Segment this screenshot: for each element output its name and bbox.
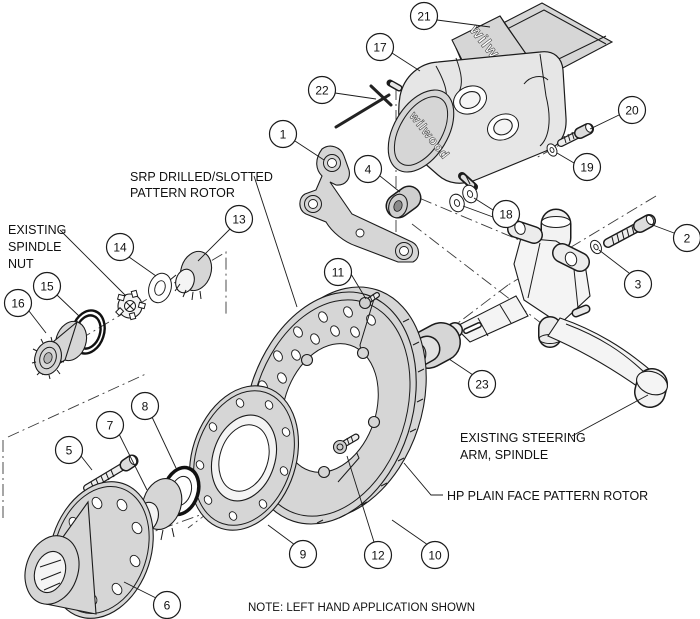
svg-text:20: 20 [625, 103, 639, 117]
callout-8: 8 [130, 391, 160, 421]
label-steering-arm-line1: EXISTING STEERING [460, 431, 586, 445]
callout-11: 11 [323, 257, 353, 287]
callout-23: 23 [467, 369, 497, 399]
callout-17: 17 [365, 32, 395, 62]
svg-text:6: 6 [164, 598, 171, 612]
callout-13: 13 [224, 204, 254, 234]
outer-bearing [169, 250, 213, 301]
bleeder-screw-bottom [458, 172, 478, 191]
callout-4: 4 [353, 154, 383, 184]
label-steering-arm-line2: ARM, SPINDLE [460, 448, 548, 462]
callout-16: 16 [3, 288, 33, 318]
caliper-bolt-washer [546, 143, 558, 157]
rotor-hat [188, 385, 300, 531]
caliper: wilwood [386, 51, 567, 191]
svg-text:8: 8 [142, 399, 149, 413]
svg-text:3: 3 [635, 277, 642, 291]
svg-text:10: 10 [428, 548, 442, 562]
label-srp-rotor-line2: PATTERN ROTOR [130, 186, 235, 200]
diagram-note: NOTE: LEFT HAND APPLICATION SHOWN [248, 602, 475, 614]
bracket-spacer [385, 185, 422, 219]
rotor-set-bolt [358, 292, 380, 310]
callout-2: 2 [672, 223, 700, 253]
rotor-bolt [332, 433, 360, 455]
label-spindle-nut-line2: SPINDLE [8, 240, 62, 254]
caliper-bolt [557, 123, 594, 147]
spindle-bolt [603, 214, 656, 248]
svg-text:1: 1 [280, 127, 287, 141]
callout-3: 3 [623, 269, 653, 299]
callout-20: 20 [617, 95, 647, 125]
svg-text:21: 21 [417, 9, 431, 23]
callout-1: 1 [268, 119, 298, 149]
label-hp-rotor: HP PLAIN FACE PATTERN ROTOR [447, 489, 648, 503]
dust-cap [31, 320, 88, 380]
svg-text:11: 11 [332, 265, 345, 279]
callout-9: 9 [288, 539, 318, 569]
callout-18: 18 [491, 199, 521, 229]
label-spindle-nut-line3: NUT [8, 257, 34, 271]
svg-text:4: 4 [365, 162, 372, 176]
svg-text:7: 7 [107, 418, 114, 432]
thrust-washer [148, 272, 172, 304]
hat-bolt-holes [195, 398, 291, 521]
callout-6: 6 [152, 590, 182, 619]
callout-22: 22 [307, 75, 337, 105]
svg-text:13: 13 [232, 212, 246, 226]
spindle-nut [115, 289, 147, 321]
svg-text:18: 18 [499, 207, 513, 221]
svg-text:17: 17 [373, 40, 387, 54]
callout-19: 19 [572, 152, 602, 182]
callouts: 1 2 3 4 5 6 7 8 9 10 11 12 13 14 15 16 1… [3, 1, 700, 619]
bleeder-screw-top [386, 79, 403, 92]
caliper-bracket [299, 145, 420, 263]
callout-leaders [28, 19, 675, 599]
wheel-stud [83, 454, 139, 492]
callout-21: 21 [409, 1, 439, 31]
callout-7: 7 [95, 410, 125, 440]
callout-10: 10 [420, 540, 450, 570]
spindle [440, 208, 668, 408]
svg-text:23: 23 [475, 377, 489, 391]
spindle-bolt-washer [589, 239, 603, 255]
text-labels: SRP DRILLED/SLOTTED PATTERN ROTOR EXISTI… [8, 170, 648, 614]
svg-text:9: 9 [300, 547, 307, 561]
label-srp-rotor-line1: SRP DRILLED/SLOTTED [130, 170, 273, 184]
hub [24, 481, 154, 619]
svg-text:16: 16 [11, 296, 25, 310]
svg-text:15: 15 [40, 279, 54, 293]
callout-5: 5 [54, 435, 84, 465]
svg-text:12: 12 [371, 548, 385, 562]
svg-text:2: 2 [684, 231, 691, 245]
callout-14: 14 [105, 232, 135, 262]
callout-12: 12 [363, 540, 393, 570]
label-spindle-nut-line1: EXISTING [8, 223, 66, 237]
svg-text:5: 5 [66, 443, 73, 457]
mount-washers [449, 184, 478, 213]
svg-text:22: 22 [315, 83, 329, 97]
hex-key [334, 84, 393, 129]
svg-text:19: 19 [580, 160, 594, 174]
svg-text:14: 14 [113, 240, 127, 254]
callout-15: 15 [32, 271, 62, 301]
